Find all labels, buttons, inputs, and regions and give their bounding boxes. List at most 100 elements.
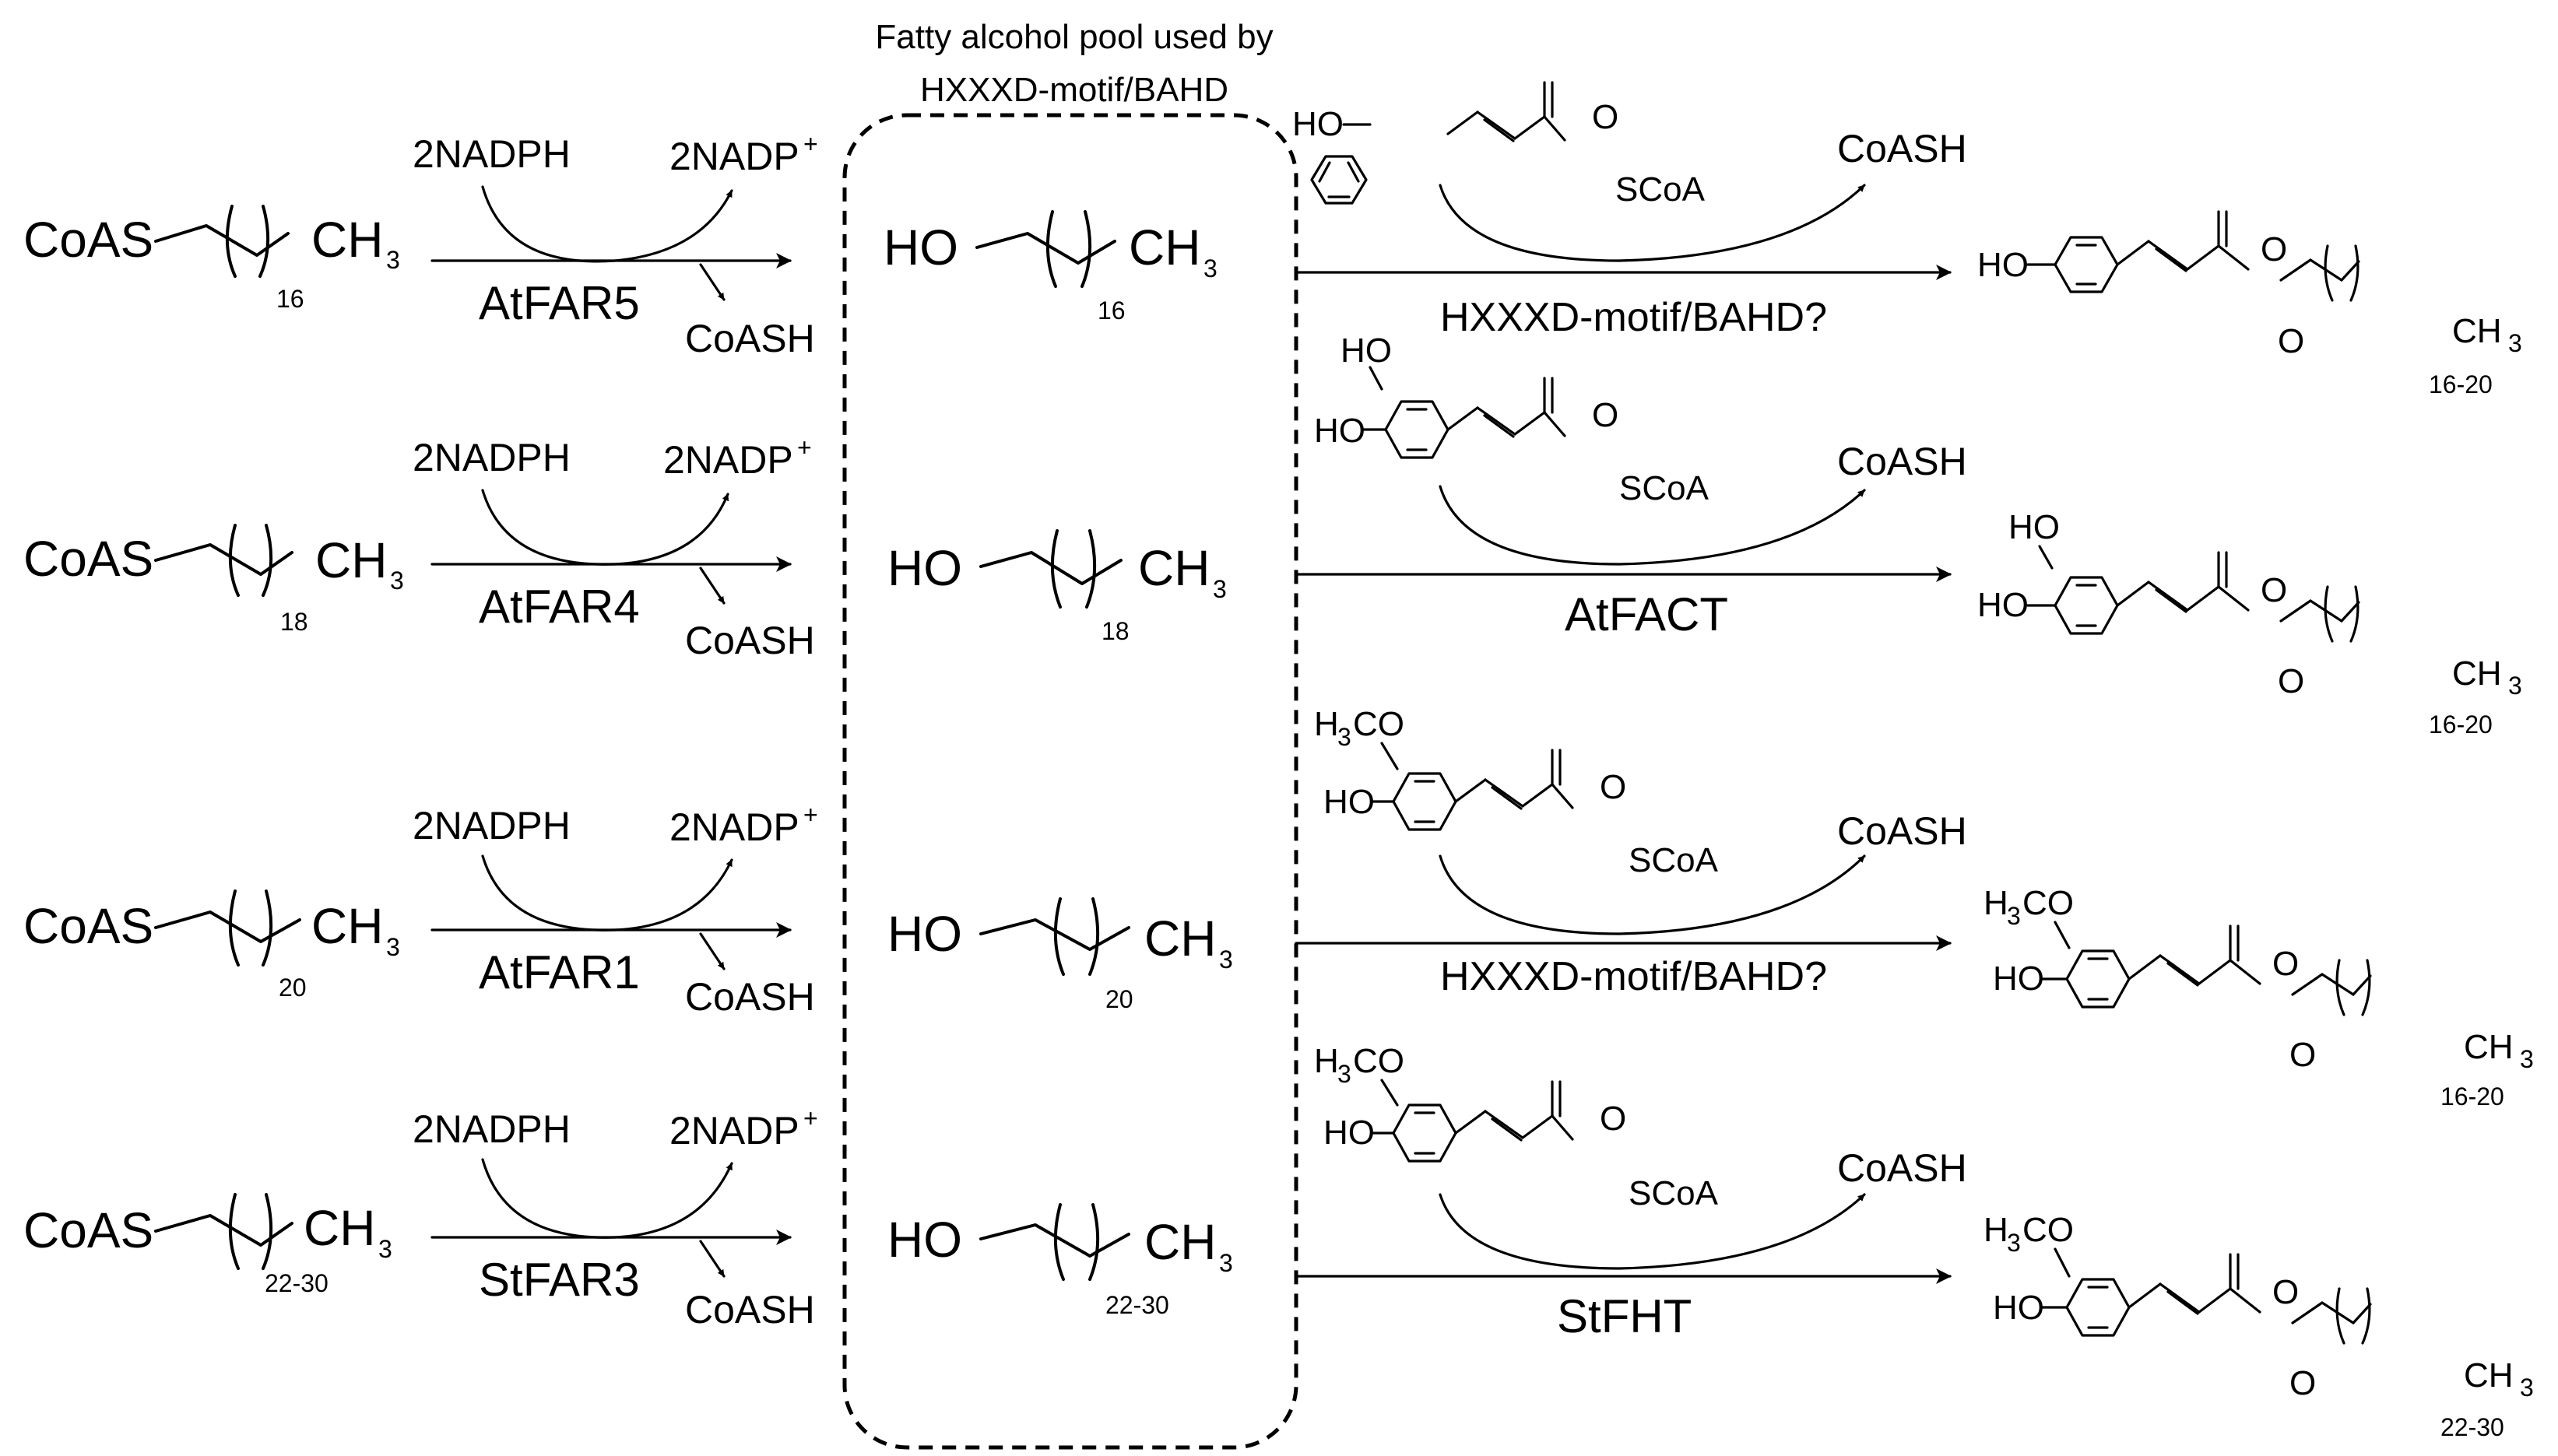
pool-title-line2: HXXXD-motif/BAHD bbox=[920, 71, 1228, 109]
coash-label: CoASH bbox=[1837, 1146, 1967, 1190]
svg-text:+: + bbox=[797, 433, 812, 461]
nadp-label: 2NADP bbox=[669, 1109, 799, 1153]
svg-text:O: O bbox=[1592, 98, 1618, 136]
pathway-row-4: CoAS CH 3 22-30 2NADPH 2NADP + StFAR3 Co… bbox=[23, 1042, 2534, 1441]
coas-label: CoAS bbox=[23, 531, 153, 587]
ester-product: HO O O CH 3 16-20 bbox=[1977, 210, 2522, 398]
svg-text:3: 3 bbox=[2520, 1374, 2534, 1402]
pathway-row-3: CoAS CH 3 20 2NADPH 2NADP + AtFAR1 CoASH… bbox=[23, 705, 2534, 1110]
svg-text:CO: CO bbox=[2022, 1211, 2074, 1249]
svg-text:HO: HO bbox=[1977, 586, 2029, 624]
coash-label: CoASH bbox=[685, 1288, 815, 1331]
nadph-label: 2NADPH bbox=[413, 436, 571, 479]
far-reaction: 2NADPH 2NADP + AtFAR4 CoASH bbox=[413, 433, 815, 662]
svg-text:CH: CH bbox=[2452, 312, 2502, 350]
ester-product: H 3 CO HO O O CH 3 22-30 bbox=[1984, 1211, 2534, 1441]
esterification-reaction: CoASH HXXXD-motif/BAHD? H 3 CO HO O SCoA bbox=[1295, 705, 1967, 999]
nadp-label: 2NADP bbox=[669, 805, 799, 849]
esterification-reaction: CoASH StFHT H 3 CO HO O SCoA bbox=[1295, 1042, 1967, 1342]
svg-text:SCoA: SCoA bbox=[1619, 469, 1709, 507]
coash-label: CoASH bbox=[685, 975, 815, 1019]
svg-text:HO: HO bbox=[1993, 960, 2044, 998]
fatty-alcohol: HO CH 3 22-30 bbox=[887, 1203, 1233, 1319]
acyl-coa-donor: H 3 CO HO O SCoA bbox=[1314, 1042, 1719, 1212]
svg-text:O: O bbox=[1600, 768, 1626, 806]
svg-text:3: 3 bbox=[2007, 1229, 2021, 1257]
far-enzyme: AtFAR4 bbox=[479, 581, 640, 633]
svg-text:3: 3 bbox=[390, 567, 404, 595]
acyl-coa-substrate: CoAS CH 3 22-30 bbox=[23, 1193, 392, 1297]
svg-text:CH: CH bbox=[1129, 219, 1200, 275]
svg-text:CH: CH bbox=[1144, 910, 1216, 967]
svg-text:HO: HO bbox=[1323, 1114, 1375, 1152]
svg-text:3: 3 bbox=[2508, 329, 2522, 357]
coash-label: CoASH bbox=[1837, 440, 1967, 483]
svg-text:CH: CH bbox=[2464, 1356, 2514, 1395]
far-enzyme: AtFAR5 bbox=[479, 277, 640, 329]
far-enzyme: StFAR3 bbox=[479, 1254, 640, 1306]
fatty-alcohol: HO CH 3 18 bbox=[887, 529, 1227, 645]
ester-enzyme: StFHT bbox=[1557, 1290, 1692, 1342]
svg-text:CO: CO bbox=[1353, 705, 1404, 743]
svg-text:3: 3 bbox=[2508, 672, 2522, 700]
svg-text:O: O bbox=[2272, 945, 2299, 983]
chain-length: 16 bbox=[1098, 296, 1126, 325]
svg-text:3: 3 bbox=[1337, 723, 1351, 751]
far-reaction: 2NADPH 2NADP + AtFAR1 CoASH bbox=[413, 801, 818, 1019]
nadph-label: 2NADPH bbox=[413, 132, 571, 176]
svg-text:CO: CO bbox=[1353, 1042, 1404, 1080]
pool-title-line1: Fatty alcohol pool used by bbox=[875, 18, 1273, 56]
svg-text:CO: CO bbox=[2022, 884, 2074, 922]
coash-label: CoASH bbox=[1837, 127, 1967, 170]
nadp-label: 2NADP bbox=[663, 438, 793, 482]
chain-length: 16-20 bbox=[2440, 1082, 2504, 1110]
svg-text:H: H bbox=[1314, 1042, 1339, 1080]
chain-length: 22-30 bbox=[265, 1269, 329, 1297]
far-reaction: 2NADPH 2NADP + AtFAR5 CoASH bbox=[413, 130, 818, 360]
chain-length: 18 bbox=[1102, 617, 1130, 645]
fatty-alcohol: HO CH 3 16 bbox=[884, 210, 1218, 325]
svg-text:H: H bbox=[1314, 705, 1339, 743]
pathway-row-2: CoAS CH 3 18 2NADPH 2NADP + AtFAR4 CoASH… bbox=[23, 332, 2522, 739]
svg-text:3: 3 bbox=[1219, 946, 1233, 974]
far-enzyme: AtFAR1 bbox=[479, 946, 640, 998]
svg-text:HO: HO bbox=[1314, 412, 1365, 450]
svg-text:O: O bbox=[2272, 1273, 2299, 1311]
svg-text:CH: CH bbox=[1144, 1214, 1216, 1270]
coash-label: CoASH bbox=[1837, 809, 1967, 853]
coas-label: CoAS bbox=[23, 898, 153, 954]
chain-length: 18 bbox=[280, 608, 308, 636]
svg-text:CH: CH bbox=[311, 898, 383, 954]
svg-text:+: + bbox=[803, 801, 818, 829]
svg-text:CH: CH bbox=[315, 532, 387, 588]
acyl-coa-donor: HO O SCoA bbox=[1292, 81, 1706, 209]
nadph-label: 2NADPH bbox=[413, 1107, 571, 1151]
chain-length: 16-20 bbox=[2429, 710, 2493, 739]
svg-text:3: 3 bbox=[378, 1235, 392, 1263]
svg-text:HO: HO bbox=[1993, 1289, 2044, 1327]
svg-text:CH: CH bbox=[2452, 654, 2502, 693]
acyl-coa-substrate: CoAS CH 3 16 bbox=[23, 205, 400, 313]
acyl-coa-substrate: CoAS CH 3 20 bbox=[23, 889, 400, 1002]
ester-product: HO HO O O CH 3 16-20 bbox=[1977, 508, 2522, 739]
svg-text:O: O bbox=[2278, 322, 2304, 360]
coas-label: CoAS bbox=[23, 212, 153, 268]
svg-text:O: O bbox=[2261, 571, 2287, 609]
acyl-coa-donor: H 3 CO HO O SCoA bbox=[1314, 705, 1719, 879]
svg-text:O: O bbox=[1600, 1100, 1626, 1138]
svg-text:H: H bbox=[1984, 1211, 2008, 1249]
svg-text:3: 3 bbox=[386, 933, 400, 961]
svg-text:O: O bbox=[2289, 1364, 2316, 1402]
far-reaction: 2NADPH 2NADP + StFAR3 CoASH bbox=[413, 1104, 818, 1331]
svg-text:HO: HO bbox=[2008, 508, 2060, 546]
svg-text:SCoA: SCoA bbox=[1615, 170, 1706, 209]
fatty-alcohol: HO CH 3 20 bbox=[887, 897, 1233, 1013]
svg-text:HO: HO bbox=[1977, 246, 2029, 284]
svg-text:3: 3 bbox=[1203, 254, 1218, 282]
svg-text:3: 3 bbox=[1219, 1249, 1233, 1277]
svg-text:O: O bbox=[2289, 1036, 2316, 1074]
svg-text:O: O bbox=[1592, 396, 1618, 434]
svg-text:3: 3 bbox=[2007, 902, 2021, 930]
acyl-coa-donor: HO HO O SCoA bbox=[1314, 332, 1709, 507]
